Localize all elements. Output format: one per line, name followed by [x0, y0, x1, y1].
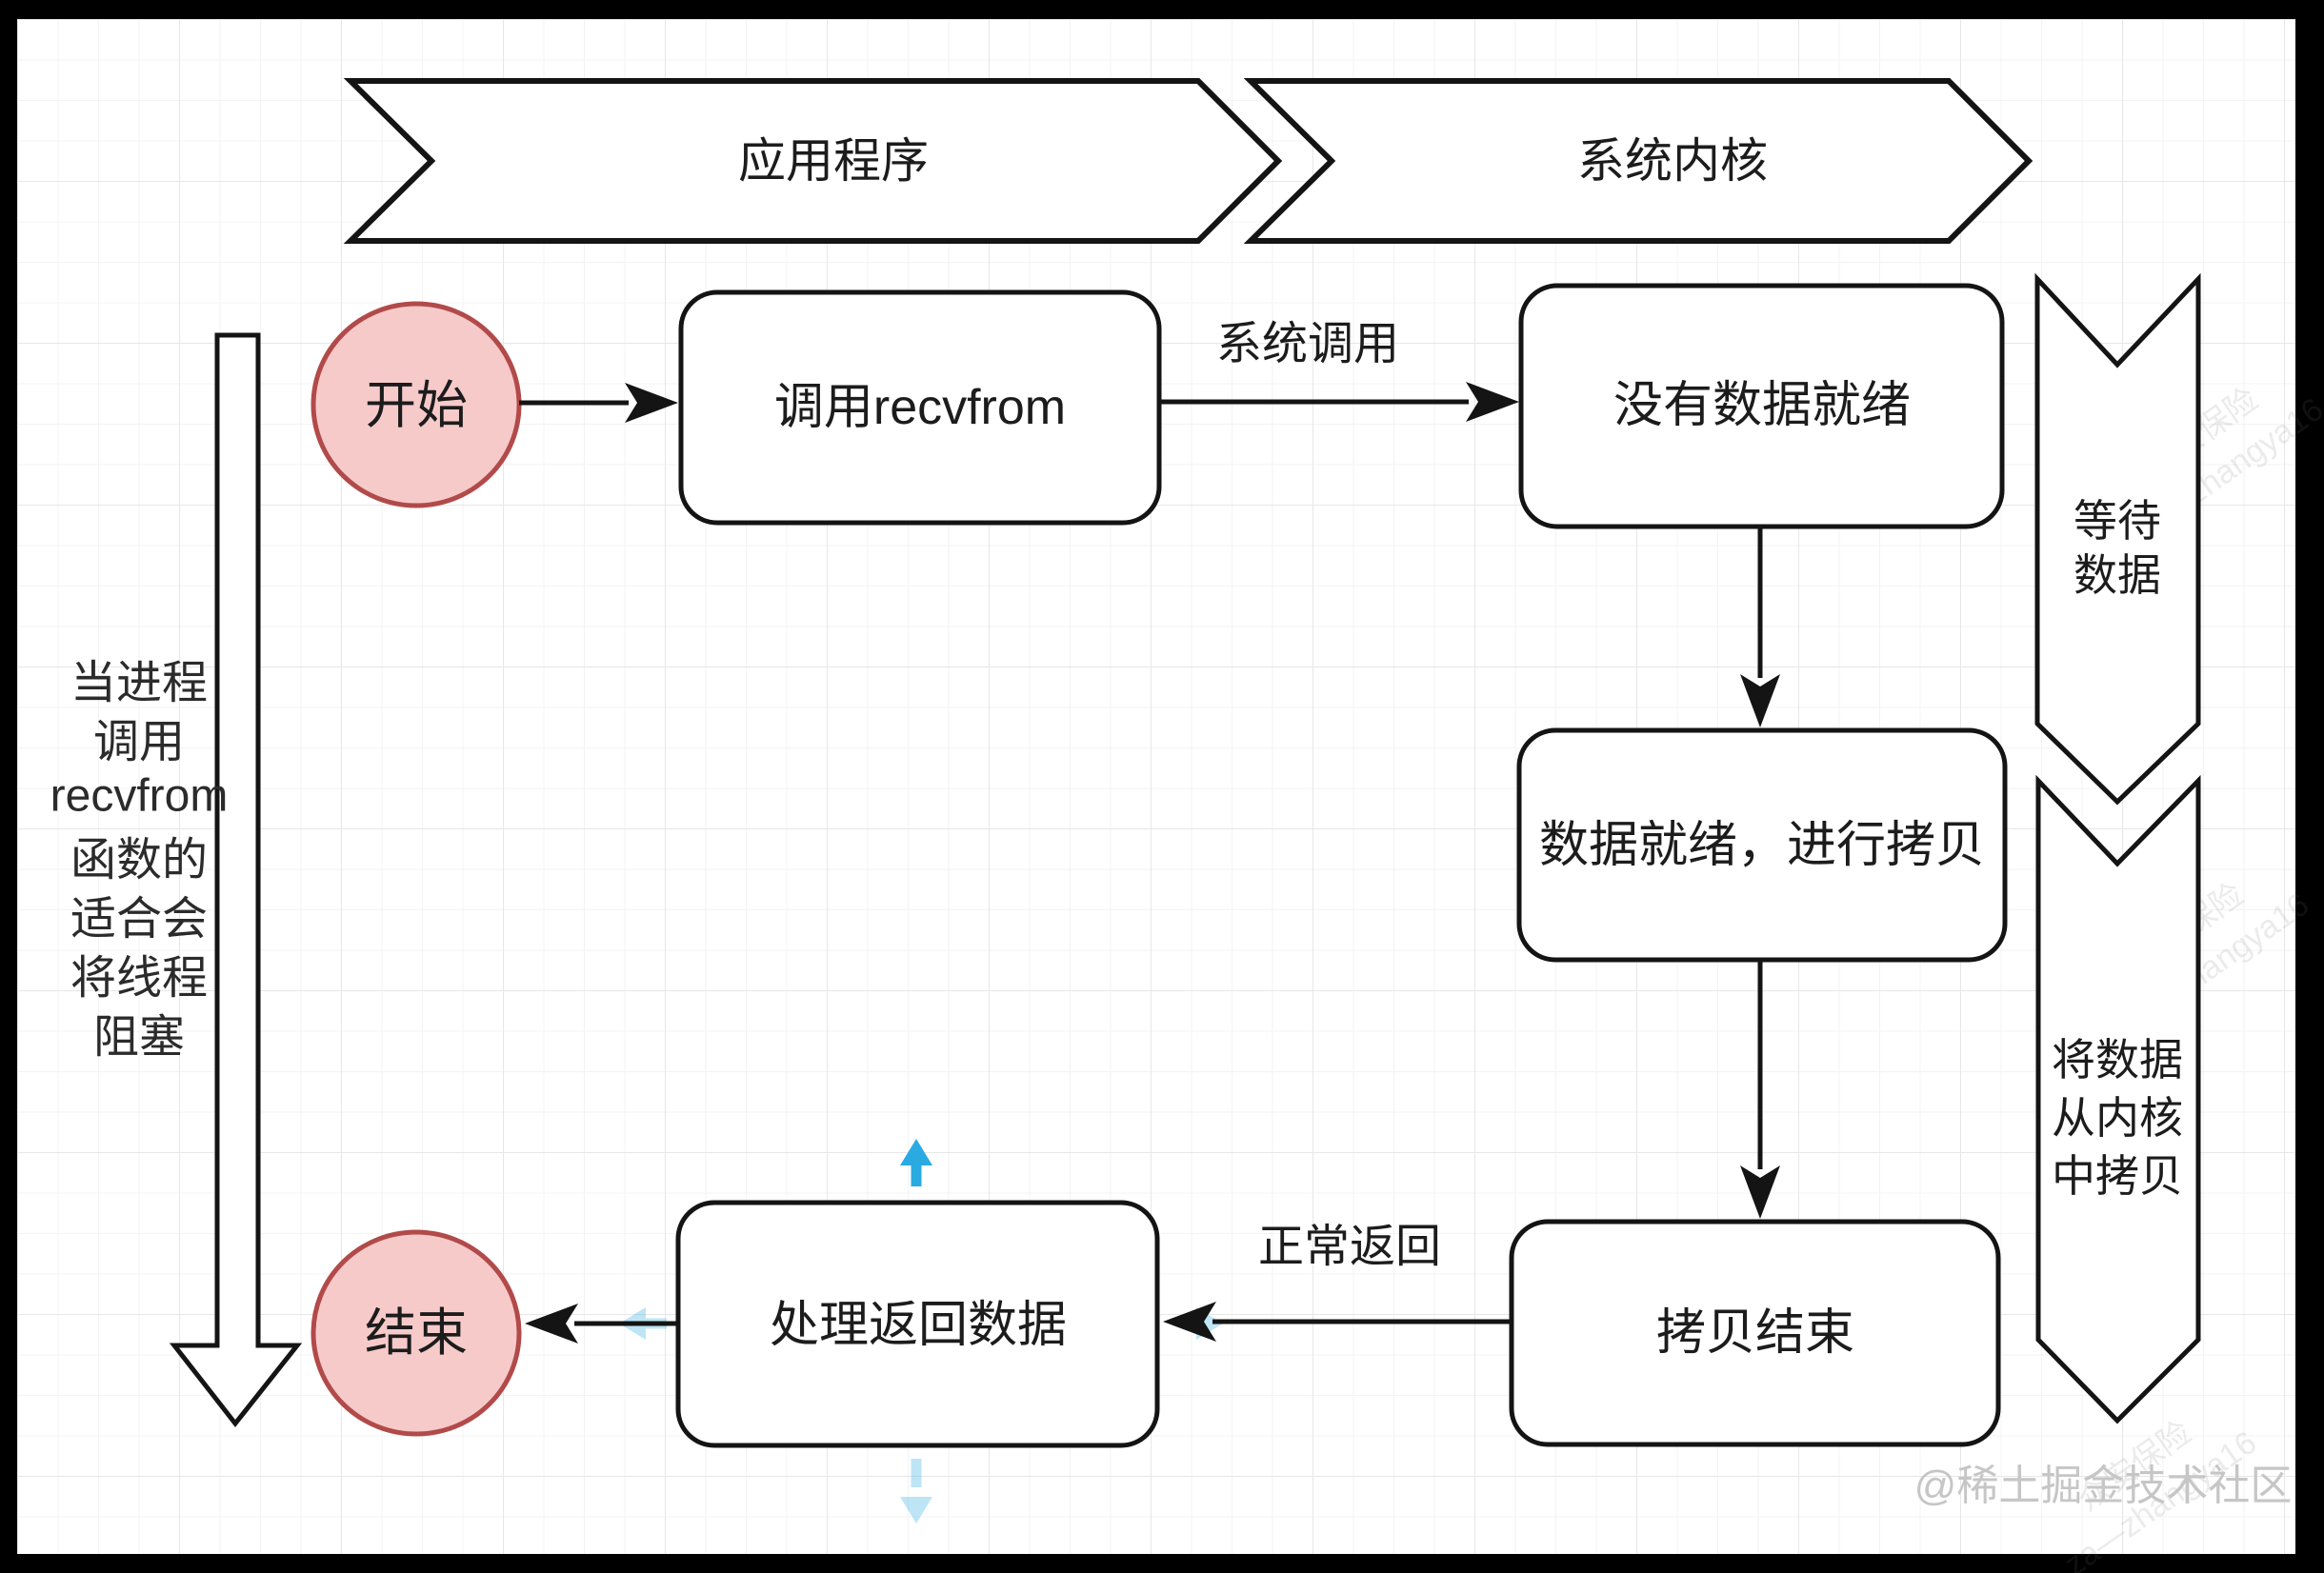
copy-done-label: 拷贝结束: [1655, 1305, 1855, 1361]
node-call-recvfrom[interactable]: [678, 289, 1162, 526]
node-copy-done[interactable]: [1509, 1219, 2001, 1447]
direction-handle-down-icon[interactable]: [900, 1459, 932, 1523]
copy-kernel-label-line2: 从内核: [2052, 1093, 2183, 1143]
edge-ready-to-copydone[interactable]: [1740, 960, 1780, 1219]
copy-kernel-label-line3: 中拷贝: [2052, 1151, 2183, 1201]
lane-banner-kernel[interactable]: [1243, 78, 2034, 244]
lane-label-kernel: 系统内核: [1577, 134, 1768, 188]
edge-start-to-recvfrom[interactable]: [519, 383, 678, 423]
data-ready-copy-label: 数据就绪，进行拷贝: [1538, 818, 1986, 873]
wait-data-label-line2: 数据: [2074, 550, 2161, 600]
end-node-label: 结束: [365, 1304, 468, 1362]
wait-data-label-line1: 等待: [2074, 496, 2161, 546]
edge-wait-to-ready[interactable]: [1740, 527, 1780, 727]
edge-syscall[interactable]: [1161, 382, 1519, 422]
edge-label-normal-return: 正常返回: [1257, 1222, 1442, 1272]
edge-label-syscall: 系统调用: [1215, 319, 1400, 369]
handle-return-label: 处理返回数据: [769, 1298, 1068, 1353]
no-data-ready-label: 没有数据就绪: [1613, 378, 1912, 433]
end-node[interactable]: [311, 1229, 522, 1437]
direction-handle-up-icon[interactable]: [900, 1139, 932, 1186]
phase-banner-copy-from-kernel[interactable]: [2035, 774, 2201, 1424]
community-watermark: @稀土掘金技术社区: [1913, 1463, 2293, 1509]
edge-normal-return[interactable]: [1163, 1302, 1512, 1342]
call-recvfrom-label: 调用recvfrom: [773, 380, 1067, 435]
phase-banner-wait-data[interactable]: [2034, 272, 2201, 806]
lane-label-application: 应用程序: [738, 134, 929, 188]
copy-kernel-label-line1: 将数据: [2052, 1035, 2183, 1085]
blocking-duration-arrow[interactable]: [169, 332, 303, 1428]
start-node-label: 开始: [365, 377, 468, 434]
edge-return-to-end[interactable]: [525, 1304, 678, 1344]
lane-banner-application[interactable]: [343, 78, 1283, 244]
